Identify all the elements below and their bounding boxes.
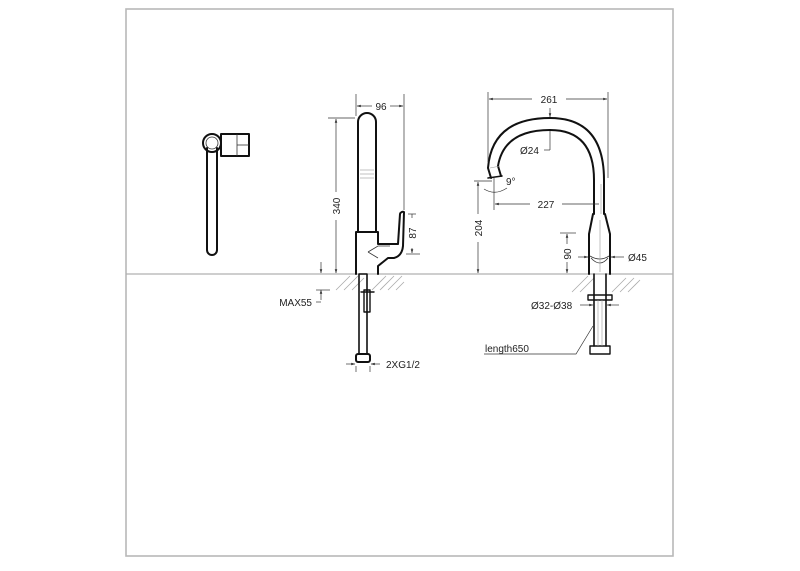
dim-side-width: 96 xyxy=(375,102,387,113)
dim-spout-span: 261 xyxy=(541,95,558,106)
front-view: 261 Ø24 9° 227 204 90 Ø45 Ø32-Ø38 xyxy=(474,92,647,355)
dim-side-height: 340 xyxy=(332,197,343,214)
dim-reach: 227 xyxy=(538,200,555,211)
dim-body-diameter: Ø45 xyxy=(628,253,647,264)
dim-hole-diameter: Ø32-Ø38 xyxy=(531,301,573,312)
drawing-frame xyxy=(125,8,674,557)
dim-max-deck: MAX55 xyxy=(279,298,312,309)
side-view: 96 340 87 MAX55 2XG1/2 xyxy=(279,94,420,372)
dim-spout-diameter: Ø24 xyxy=(520,146,539,157)
dim-lever-height: 87 xyxy=(408,227,419,239)
dim-spout-height: 204 xyxy=(474,219,485,236)
dim-connection: 2XG1/2 xyxy=(386,360,420,371)
dim-body-height: 90 xyxy=(563,248,574,260)
dim-tilt-angle: 9° xyxy=(506,177,516,188)
dim-hose-length: length650 xyxy=(485,344,529,355)
top-view xyxy=(202,133,250,256)
